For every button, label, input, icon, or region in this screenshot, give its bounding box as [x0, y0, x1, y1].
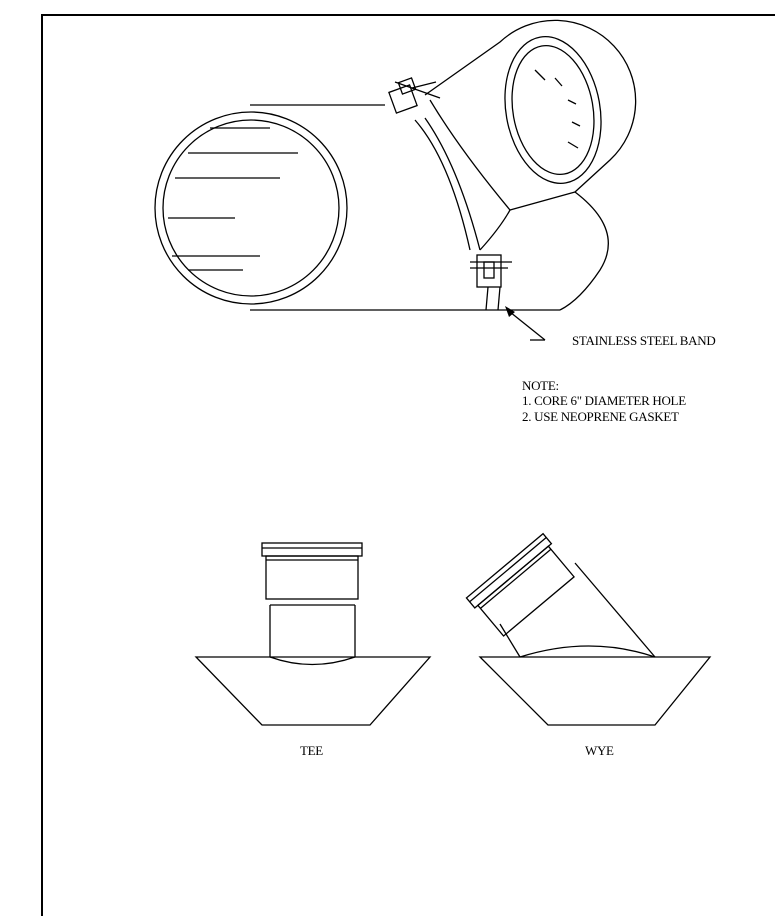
wye-label: WYE — [585, 743, 614, 758]
clamp-band — [388, 77, 512, 311]
note-item-2: 2. USE NEOPRENE GASKET — [522, 409, 679, 424]
drawing-border — [41, 14, 775, 916]
main-pipe — [154, 104, 560, 311]
callout-leader — [505, 306, 546, 341]
tee-label: TEE — [300, 743, 323, 758]
notes-heading: NOTE: — [522, 378, 559, 393]
tee-fitting — [194, 542, 432, 726]
saddle-branch — [414, 19, 637, 311]
wye-fitting — [465, 532, 712, 726]
note-item-1: 1. CORE 6" DIAMETER HOLE — [522, 393, 686, 408]
drawing-canvas — [154, 19, 712, 726]
callout-label: STAINLESS STEEL BAND — [572, 333, 716, 348]
